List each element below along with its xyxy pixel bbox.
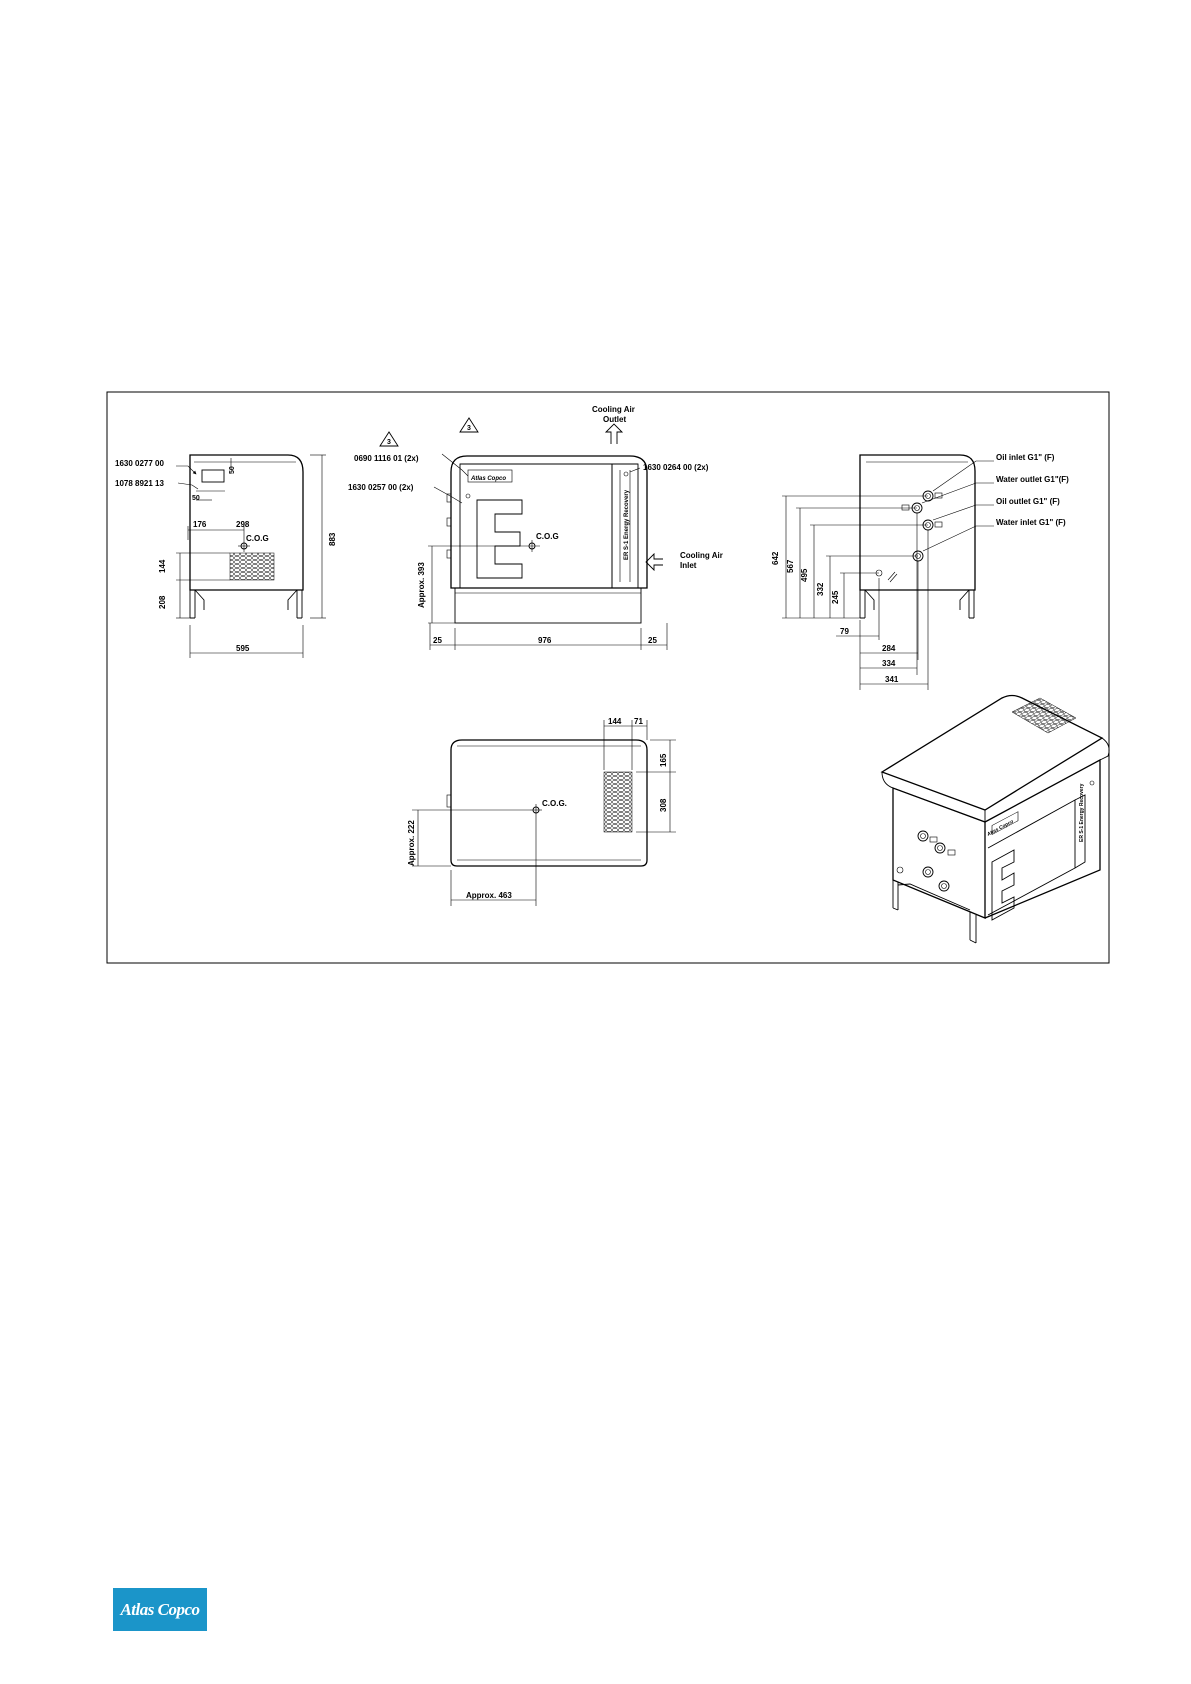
rear-dim-284: 284 bbox=[882, 644, 896, 653]
water-inlet-label: Water inlet G1" (F) bbox=[996, 518, 1066, 527]
rear-dim-567: 567 bbox=[786, 559, 795, 573]
front-cog-label: C.O.G bbox=[246, 534, 269, 543]
rear-dim-341: 341 bbox=[885, 675, 899, 684]
side-part-label-d: 1630 0257 00 (2x) bbox=[348, 483, 414, 492]
top-dim-approx-463: Approx. 463 bbox=[466, 891, 512, 900]
logo-text: Atlas Copco bbox=[120, 1600, 200, 1619]
front-view bbox=[176, 454, 326, 658]
rear-dim-245: 245 bbox=[831, 590, 840, 604]
rear-view bbox=[782, 454, 994, 690]
warning-triangle-number-a: 3 bbox=[387, 439, 391, 446]
side-part-label-e: 1630 0264 00 (2x) bbox=[643, 463, 709, 472]
side-band-text: ER S-1 Energy Recovery bbox=[624, 489, 630, 560]
iso-side-band-text: ER S-1 Energy Recovery bbox=[1079, 783, 1085, 842]
front-dim-50-left: 50 bbox=[192, 495, 200, 502]
front-dim-595: 595 bbox=[236, 644, 250, 653]
iso-e-graphic bbox=[991, 849, 1015, 921]
top-dim-165: 165 bbox=[659, 753, 668, 767]
front-dim-144: 144 bbox=[158, 559, 167, 573]
front-grille bbox=[229, 552, 275, 581]
top-dim-308: 308 bbox=[659, 798, 668, 812]
front-dim-176: 176 bbox=[193, 520, 207, 529]
front-dim-883: 883 bbox=[328, 532, 337, 546]
side-dim-976: 976 bbox=[538, 636, 552, 645]
cooling-air-inlet-line1: Cooling Air bbox=[680, 551, 723, 560]
rear-dim-334: 334 bbox=[882, 659, 896, 668]
rear-dim-79: 79 bbox=[840, 627, 849, 636]
top-grille bbox=[603, 771, 633, 833]
side-e-graphic bbox=[476, 499, 523, 579]
water-outlet-label: Water outlet G1"(F) bbox=[996, 475, 1069, 484]
side-dim-25-left: 25 bbox=[433, 636, 442, 645]
front-dim-50-top: 50 bbox=[229, 466, 236, 474]
atlas-copco-logo: Atlas Copco bbox=[113, 1588, 207, 1631]
cooling-air-inlet-line2: Inlet bbox=[680, 561, 697, 570]
side-brand-plate: Atlas Copco bbox=[470, 476, 506, 482]
top-view bbox=[412, 720, 676, 906]
drawing-frame bbox=[106, 391, 1110, 964]
front-part-label-b: 1078 8921 13 bbox=[115, 479, 164, 488]
top-dim-144: 144 bbox=[608, 717, 622, 726]
front-dim-208: 208 bbox=[158, 595, 167, 609]
side-dim-approx-393: Approx. 393 bbox=[417, 562, 426, 608]
front-part-label-a: 1630 0277 00 bbox=[115, 459, 164, 468]
cooling-air-outlet-line2: Outlet bbox=[603, 415, 626, 424]
cooling-air-outlet-line1: Cooling Air bbox=[592, 405, 635, 414]
iso-top-grille bbox=[1011, 697, 1077, 734]
top-dim-approx-222: Approx. 222 bbox=[407, 820, 416, 866]
top-cog-label: C.O.G. bbox=[542, 799, 567, 808]
side-dim-25-right: 25 bbox=[648, 636, 657, 645]
top-dim-71: 71 bbox=[634, 717, 643, 726]
oil-outlet-label: Oil outlet G1" (F) bbox=[996, 497, 1060, 506]
warning-triangle-number-b: 3 bbox=[467, 425, 471, 432]
rear-dim-332: 332 bbox=[816, 582, 825, 596]
side-part-label-c: 0690 1116 01 (2x) bbox=[354, 454, 419, 463]
oil-inlet-label: Oil inlet G1" (F) bbox=[996, 453, 1055, 462]
rear-dim-495: 495 bbox=[800, 568, 809, 582]
isometric-view bbox=[880, 694, 1110, 944]
side-view bbox=[379, 417, 668, 650]
front-dim-298: 298 bbox=[236, 520, 250, 529]
rear-dim-642: 642 bbox=[771, 551, 780, 565]
side-cog-label: C.O.G bbox=[536, 532, 559, 541]
